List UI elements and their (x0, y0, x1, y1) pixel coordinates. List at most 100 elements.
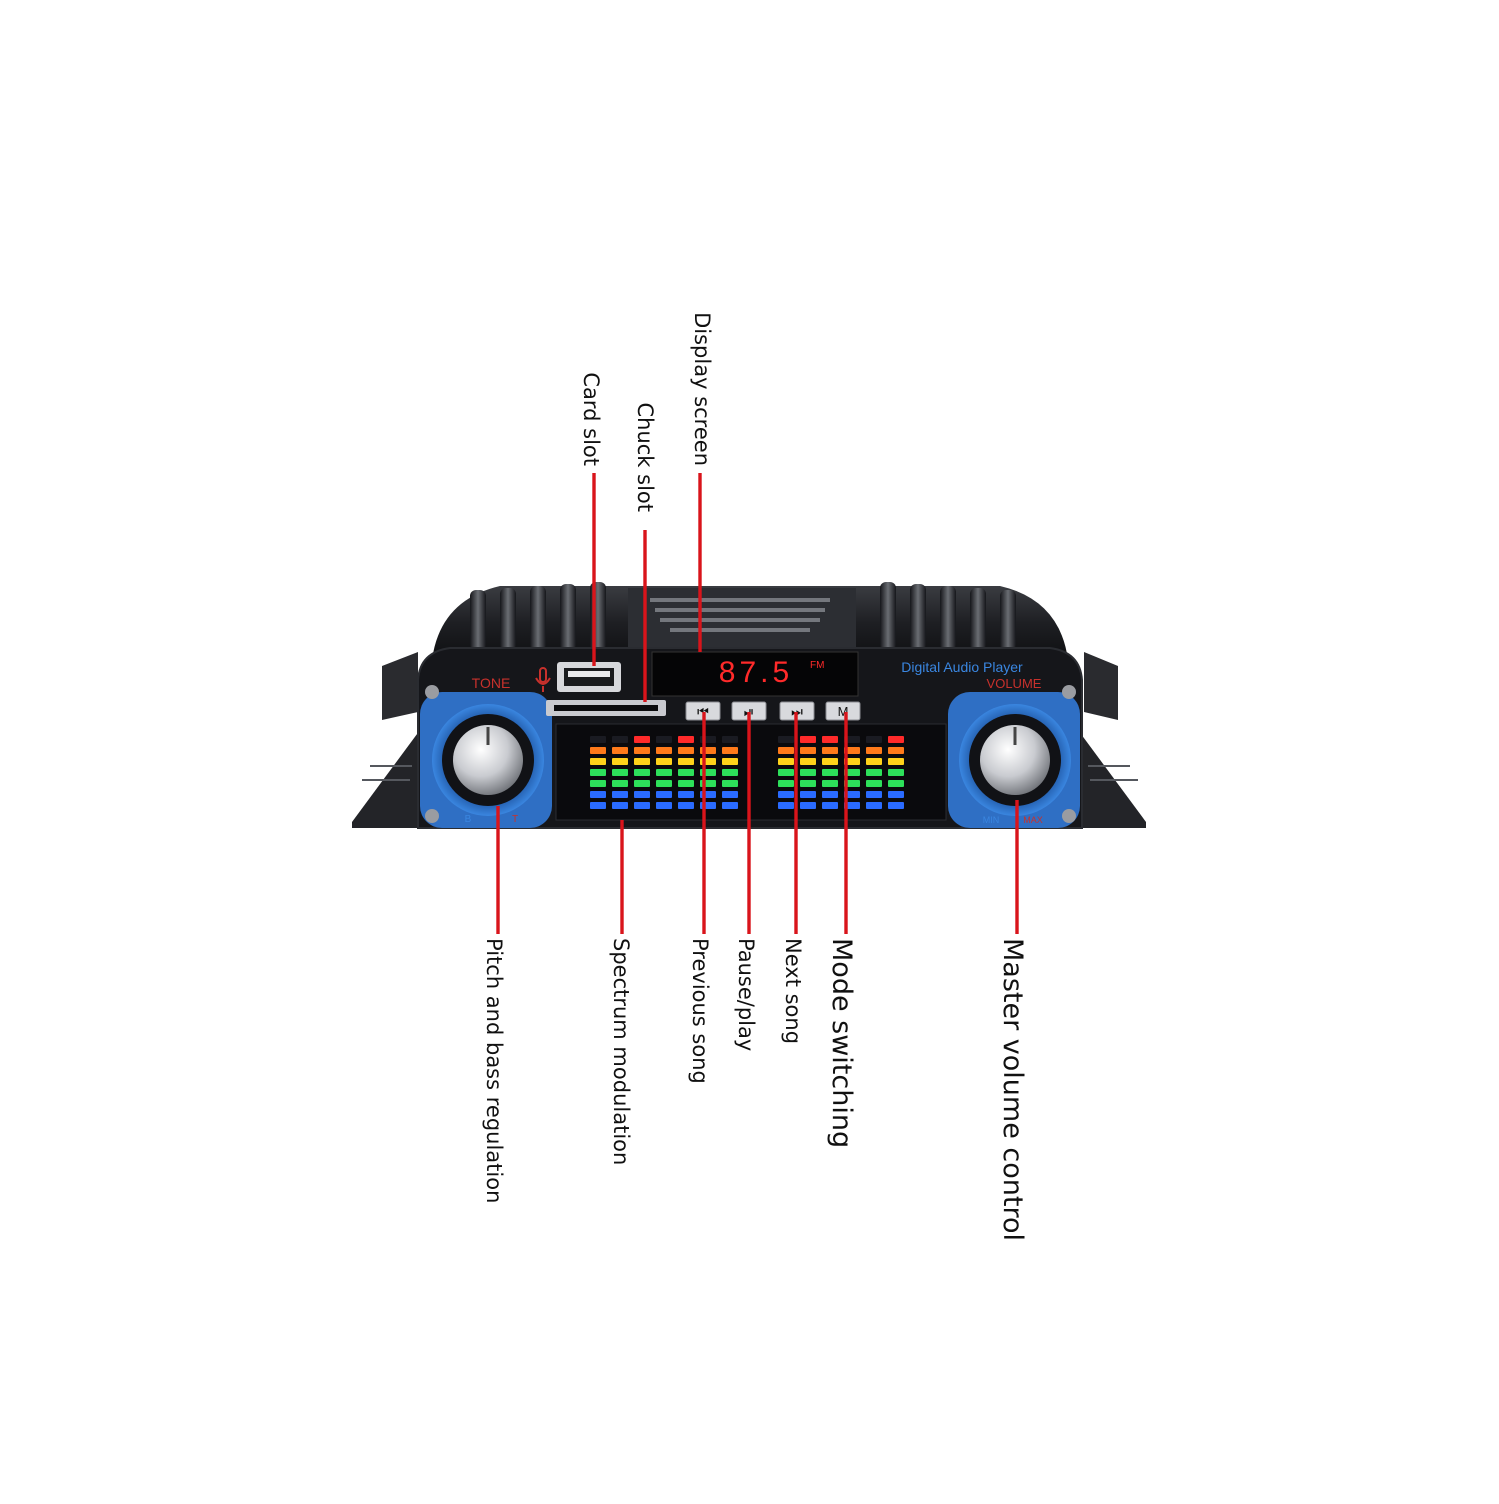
spectrum-led (656, 758, 672, 765)
spectrum-led (778, 802, 794, 809)
spectrum-led (822, 736, 838, 743)
spectrum-led (800, 791, 816, 798)
tone-knob[interactable] (453, 725, 523, 795)
brand-label: Digital Audio Player (901, 659, 1023, 675)
tone-bass-marker: B (465, 814, 472, 825)
pause-play-label: Pause/play (734, 938, 758, 1051)
volume-knob[interactable] (980, 725, 1050, 795)
next-song-icon: ⏭ (791, 704, 803, 719)
spectrum-led (722, 758, 738, 765)
spectrum-led (612, 736, 628, 743)
spectrum-led (722, 769, 738, 776)
spectrum-led (888, 791, 904, 798)
spectrum-led (678, 769, 694, 776)
spectrum-led (634, 747, 650, 754)
spectrum-led (822, 802, 838, 809)
spectrum-led (678, 736, 694, 743)
spectrum-led (800, 736, 816, 743)
spectrum-led (888, 758, 904, 765)
pause-play-icon: ⏯ (744, 704, 754, 719)
spectrum-led (590, 780, 606, 787)
heat-sink-fin (530, 586, 546, 650)
spectrum-led (866, 736, 882, 743)
spectrum-led (822, 791, 838, 798)
spectrum-led (590, 802, 606, 809)
spectrum-label: Spectrum modulation (609, 938, 633, 1165)
spectrum-led (678, 780, 694, 787)
spectrum-led (656, 802, 672, 809)
heat-sink-fin (500, 588, 516, 650)
top-label-plate (650, 598, 830, 632)
spectrum-led (590, 736, 606, 743)
heat-sink-fin (470, 590, 486, 650)
spectrum-led (656, 769, 672, 776)
callouts-top: Card slot Chuck slot Display screen (579, 312, 714, 512)
mode-button[interactable]: M (825, 701, 861, 721)
volume-label: VOLUME (987, 676, 1042, 691)
spectrum-led (866, 791, 882, 798)
spectrum-led (888, 769, 904, 776)
spectrum-led (844, 780, 860, 787)
mode-icon: M (838, 704, 849, 719)
spectrum-led (590, 791, 606, 798)
previous-song-label: Previous song (688, 938, 712, 1084)
spectrum-led (844, 758, 860, 765)
spectrum-led (634, 736, 650, 743)
spectrum-led (590, 758, 606, 765)
screw-icon (1062, 685, 1076, 699)
next-song-label: Next song (781, 938, 805, 1044)
next-song-button[interactable]: ⏭ (779, 701, 815, 721)
heat-sink-fin (560, 584, 576, 650)
spectrum-led (590, 747, 606, 754)
pitch-bass-label: Pitch and bass regulation (482, 938, 506, 1203)
spectrum-led (844, 769, 860, 776)
spectrum-led (656, 780, 672, 787)
spectrum-led (678, 747, 694, 754)
spectrum-led (866, 747, 882, 754)
spectrum-led (634, 802, 650, 809)
spectrum-led (866, 780, 882, 787)
spectrum-led (888, 747, 904, 754)
usb-slot[interactable] (557, 662, 621, 692)
spectrum-led (612, 802, 628, 809)
previous-song-icon: ⏮ (697, 704, 709, 719)
spectrum-led (778, 758, 794, 765)
spectrum-led (778, 747, 794, 754)
spectrum-led (656, 736, 672, 743)
spectrum-led (800, 769, 816, 776)
mic-icon (535, 667, 551, 692)
mounting-flanges (352, 652, 1146, 828)
spectrum-led (722, 736, 738, 743)
card-slot-label: Card slot (579, 372, 603, 466)
screw-icon (425, 809, 439, 823)
spectrum-led (612, 769, 628, 776)
spectrum-led (612, 791, 628, 798)
spectrum-led (778, 791, 794, 798)
leader-lines-bottom (496, 712, 1019, 934)
spectrum-led (844, 791, 860, 798)
spectrum-led (822, 747, 838, 754)
spectrum-led (844, 747, 860, 754)
screw-icon (425, 685, 439, 699)
mode-switching-label: Mode switching (826, 938, 857, 1148)
spectrum-led (866, 802, 882, 809)
card-slot-opening[interactable] (546, 700, 666, 716)
spectrum-led (778, 780, 794, 787)
heat-sink-fin (1000, 590, 1016, 650)
spectrum-led (844, 736, 860, 743)
spectrum-led (778, 769, 794, 776)
spectrum-led (822, 758, 838, 765)
display-screen: 87.5 FM (651, 651, 859, 697)
spectrum-led (656, 791, 672, 798)
spectrum-led (656, 747, 672, 754)
spectrum-led (612, 758, 628, 765)
tone-knob-assembly: TONE B T (420, 675, 552, 828)
spectrum-led (888, 802, 904, 809)
display-value: 87.5 (719, 656, 793, 689)
spectrum-led (866, 758, 882, 765)
screw-icon (1062, 809, 1076, 823)
spectrum-led (800, 780, 816, 787)
spectrum-led (678, 802, 694, 809)
